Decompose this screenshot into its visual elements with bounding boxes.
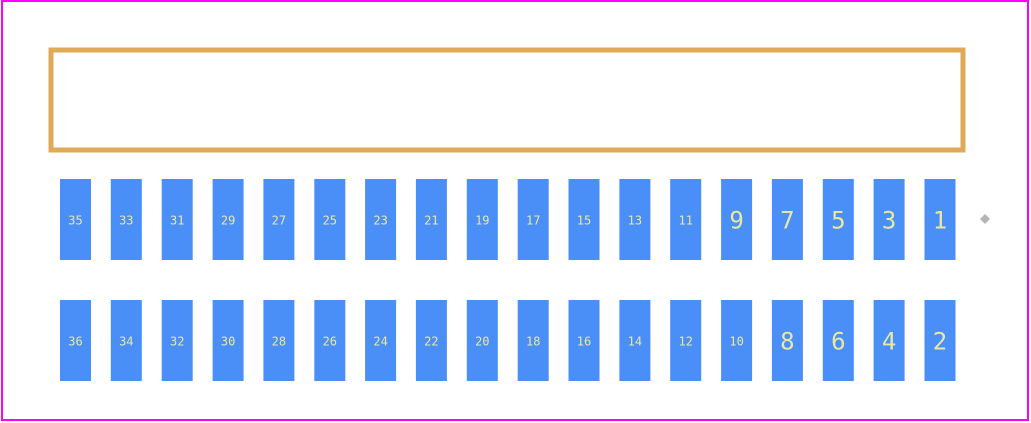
pad-11 <box>670 179 702 260</box>
pad-28 <box>263 300 295 381</box>
pad-9 <box>721 179 753 260</box>
pad-32 <box>161 300 193 381</box>
pad-label-29: 29 <box>221 214 235 228</box>
pad-label-35: 35 <box>68 214 82 228</box>
pad-label-8: 8 <box>780 328 794 356</box>
pad-8 <box>771 300 803 381</box>
pad-35 <box>60 179 91 260</box>
pad-label-19: 19 <box>475 214 489 228</box>
pad-3 <box>873 179 905 260</box>
pad-34 <box>110 300 142 381</box>
pad-label-24: 24 <box>373 335 387 349</box>
pad-label-26: 26 <box>323 335 337 349</box>
pad-7 <box>771 179 803 260</box>
pad-1 <box>924 179 956 260</box>
pad-label-34: 34 <box>119 335 133 349</box>
pad-label-23: 23 <box>373 214 387 228</box>
pad-17 <box>517 179 549 260</box>
pad-5 <box>822 179 854 260</box>
pad-12 <box>670 300 702 381</box>
pad-10 <box>721 300 753 381</box>
pad-label-5: 5 <box>831 207 845 235</box>
pad-label-18: 18 <box>526 335 540 349</box>
pad-26 <box>314 300 346 381</box>
pad-label-1: 1 <box>933 207 947 235</box>
pad-15 <box>568 179 600 260</box>
pad-13 <box>619 179 651 260</box>
pad-4 <box>873 300 905 381</box>
pad-label-22: 22 <box>424 335 438 349</box>
pad-label-13: 13 <box>628 214 642 228</box>
pad-22 <box>415 300 447 381</box>
pad-16 <box>568 300 600 381</box>
pad-label-27: 27 <box>272 214 286 228</box>
pad-label-17: 17 <box>526 214 540 228</box>
pad-label-15: 15 <box>577 214 591 228</box>
pad-label-2: 2 <box>933 328 947 356</box>
pad-label-28: 28 <box>272 335 286 349</box>
pad-label-31: 31 <box>170 214 184 228</box>
pad-6 <box>822 300 854 381</box>
pad-label-21: 21 <box>424 214 438 228</box>
pad-18 <box>517 300 549 381</box>
pad-label-4: 4 <box>882 328 896 356</box>
pad-19 <box>466 179 498 260</box>
pad-label-6: 6 <box>831 328 845 356</box>
pad-21 <box>415 179 447 260</box>
pad-label-20: 20 <box>475 335 489 349</box>
pad-23 <box>365 179 397 260</box>
pad-label-32: 32 <box>170 335 184 349</box>
pad-36 <box>60 300 91 381</box>
pad-25 <box>314 179 346 260</box>
pad-24 <box>365 300 397 381</box>
pad-20 <box>466 300 498 381</box>
pad-label-36: 36 <box>68 335 82 349</box>
pad-label-10: 10 <box>729 335 743 349</box>
pad-label-33: 33 <box>119 214 133 228</box>
pad-label-9: 9 <box>729 207 743 235</box>
pin1-marker-icon <box>980 214 990 224</box>
pad-2 <box>924 300 956 381</box>
pad-27 <box>263 179 295 260</box>
pad-label-25: 25 <box>323 214 337 228</box>
connector-body-outline <box>48 47 966 153</box>
pad-30 <box>212 300 244 381</box>
pad-label-3: 3 <box>882 207 896 235</box>
pad-label-16: 16 <box>577 335 591 349</box>
pad-33 <box>110 179 142 260</box>
pad-29 <box>212 179 244 260</box>
pad-label-30: 30 <box>221 335 235 349</box>
pad-label-11: 11 <box>678 214 692 228</box>
pad-label-12: 12 <box>678 335 692 349</box>
pad-label-7: 7 <box>780 207 794 235</box>
pad-label-14: 14 <box>628 335 642 349</box>
pad-14 <box>619 300 651 381</box>
pad-31 <box>161 179 193 260</box>
